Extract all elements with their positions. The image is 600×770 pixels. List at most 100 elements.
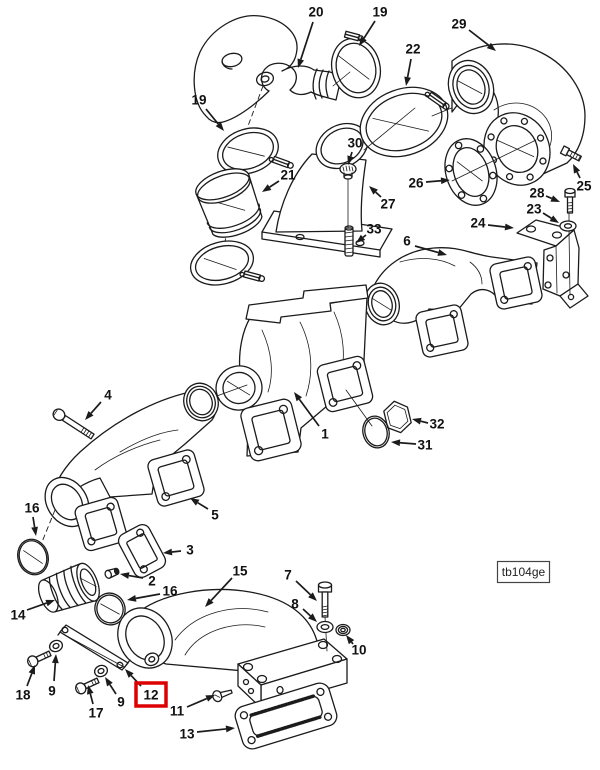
callout-arrowhead xyxy=(440,177,450,185)
bolt-18 xyxy=(27,650,52,668)
axis-dash-5-14 xyxy=(41,509,56,543)
callout-31-17: 31 xyxy=(391,438,433,453)
callout-number: 23 xyxy=(526,202,542,217)
figure-code-label: tb104ge xyxy=(502,565,546,579)
callout-arrowhead xyxy=(215,121,224,131)
plug-30 xyxy=(339,162,357,248)
callout-number: 16 xyxy=(162,584,178,599)
callout-arrowhead xyxy=(31,526,38,536)
axis-line-28-24 xyxy=(568,212,571,296)
callout-21-6: 21 xyxy=(262,168,296,192)
callout-arrow-line xyxy=(128,574,144,579)
callout-number: 7 xyxy=(284,568,292,583)
callout-23-11: 23 xyxy=(526,202,559,223)
stud-33 xyxy=(344,225,354,257)
v-clamp-19a xyxy=(217,127,294,175)
bolt-7 xyxy=(317,581,333,618)
callout-number: 21 xyxy=(280,168,296,183)
callout-10-28: 10 xyxy=(346,635,367,658)
callout-15-24: 15 xyxy=(205,564,248,607)
callout-22-3: 22 xyxy=(404,42,421,86)
callout-arrowhead xyxy=(504,223,514,231)
callout-number: 4 xyxy=(104,388,112,403)
callout-number: 1 xyxy=(321,427,329,442)
callout-19-1: 19 xyxy=(359,5,388,46)
callout-number: 3 xyxy=(186,543,194,558)
callout-arrowhead xyxy=(308,613,317,622)
callout-number: 28 xyxy=(529,186,545,201)
callout-number: 5 xyxy=(211,508,219,523)
highlight-box xyxy=(134,681,168,708)
callout-arrowhead xyxy=(105,677,113,687)
callout-arrowhead xyxy=(549,215,559,223)
callout-arrow-line xyxy=(197,501,209,510)
callout-number: 14 xyxy=(10,608,26,623)
callout-25-9: 25 xyxy=(573,164,592,194)
callout-19-5: 19 xyxy=(191,93,224,131)
callout-number: 19 xyxy=(191,93,206,108)
gasket-3 xyxy=(117,523,167,579)
callout-27-8: 27 xyxy=(369,186,396,212)
bolt-4 xyxy=(52,408,95,440)
callout-number: 26 xyxy=(408,176,424,191)
bolt-28 xyxy=(564,187,576,214)
callout-arrow-line xyxy=(53,662,57,682)
callout-arrow-line xyxy=(414,245,439,254)
callout-arrow-line xyxy=(363,20,376,39)
callout-33-13: 33 xyxy=(356,222,382,243)
callout-number: 12 xyxy=(143,688,158,703)
callout-arrowhead xyxy=(28,665,35,675)
callout-arrow-line xyxy=(210,577,233,601)
callout-14-25: 14 xyxy=(10,599,55,623)
callout-arrow-line xyxy=(171,550,182,553)
v-clamp-19c xyxy=(330,30,382,99)
callout-arrow-line xyxy=(350,641,354,645)
callout-11-34: 11 xyxy=(170,695,215,719)
callout-arrow-line xyxy=(32,516,36,528)
callout-arrowhead xyxy=(51,654,59,664)
callout-arrowhead xyxy=(120,572,130,579)
gasket-13 xyxy=(234,682,338,750)
callout-arrowhead xyxy=(45,599,55,607)
callout-arrow-line xyxy=(349,151,353,157)
callout-arrow-line xyxy=(425,179,442,183)
callout-arrow-line xyxy=(269,180,280,188)
callout-18-29: 18 xyxy=(15,665,35,703)
callout-arrowhead xyxy=(308,592,317,601)
callout-arrowhead xyxy=(391,439,401,447)
callout-number: 31 xyxy=(417,438,433,453)
elbow-15 xyxy=(117,588,348,709)
callout-arrow-line xyxy=(542,212,552,219)
callout-arrowhead xyxy=(262,184,272,192)
callout-28-10: 28 xyxy=(529,186,560,202)
callout-20-0: 20 xyxy=(297,5,324,68)
callout-arrow-line xyxy=(576,171,581,179)
o-ring-16b xyxy=(94,592,126,626)
callout-number: 30 xyxy=(347,136,362,151)
callout-24-12: 24 xyxy=(470,216,514,231)
callout-30-4: 30 xyxy=(347,136,363,165)
washer-9a xyxy=(48,639,64,653)
callout-arrow-line xyxy=(109,684,117,695)
callout-arrowhead xyxy=(125,669,134,678)
callout-26-7: 26 xyxy=(408,176,450,191)
callout-9-32: 9 xyxy=(105,677,125,710)
callout-arrowhead xyxy=(346,635,355,645)
callout-13-35: 13 xyxy=(179,725,235,742)
callout-number: 33 xyxy=(366,222,382,237)
callout-16-19: 16 xyxy=(24,501,40,536)
callout-arrow-line xyxy=(89,693,94,705)
callout-arrowhead xyxy=(369,186,378,195)
callout-arrow-line xyxy=(545,195,553,200)
callout-number: 6 xyxy=(403,234,411,249)
callout-arrow-line xyxy=(399,441,417,445)
callout-number: 32 xyxy=(429,417,444,432)
callout-arrow-line xyxy=(295,580,312,596)
callout-number: 19 xyxy=(372,5,387,20)
callout-arrow-line xyxy=(406,58,412,78)
callout-arrowhead xyxy=(573,164,581,174)
callout-arrowhead xyxy=(294,392,303,402)
callout-arrow-line xyxy=(420,420,429,424)
callout-arrowhead xyxy=(437,249,447,256)
